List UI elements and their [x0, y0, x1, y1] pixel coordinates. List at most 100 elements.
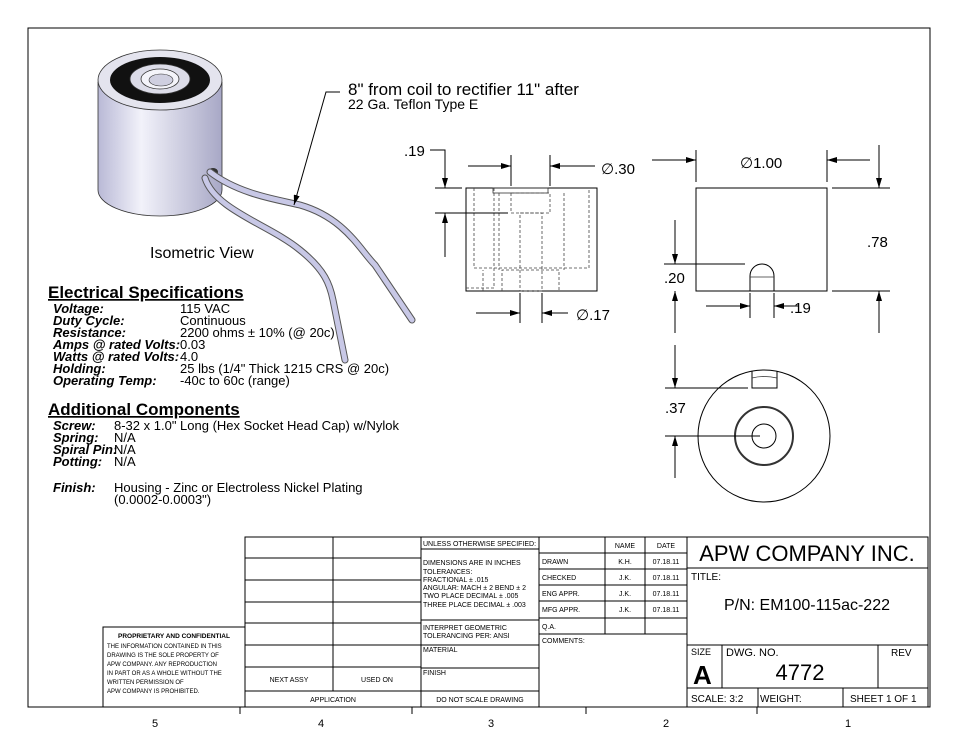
svg-text:N/A: N/A: [114, 442, 136, 457]
weight: WEIGHT:: [760, 694, 802, 705]
side-view-hidden: [465, 187, 598, 292]
dim-slot-offset: [665, 345, 760, 478]
svg-text:ANGULAR: MACH ± 2 BEND ± 2: ANGULAR: MACH ± 2 BEND ± 2: [423, 585, 526, 592]
dim-label-slot-height: .20: [664, 270, 685, 287]
svg-text:Duty Cycle:: Duty Cycle:: [53, 313, 125, 328]
front-view: [695, 187, 828, 292]
additional-components-list: Screw:8-32 x 1.0" Long (Hex Socket Head …: [53, 418, 399, 507]
svg-text:J.K.: J.K.: [619, 607, 631, 614]
svg-text:Q.A.: Q.A.: [542, 624, 556, 631]
dim-label-counterbore-depth: .19: [404, 143, 425, 160]
callout-text-line2: 22 Ga. Teflon Type E: [348, 96, 478, 112]
isometric-view: [97, 49, 416, 364]
lead-wires: [201, 168, 416, 364]
svg-text:DATE: DATE: [657, 543, 675, 550]
svg-text:4.0: 4.0: [180, 349, 198, 364]
svg-text:TOLERANCING PER: ANSI: TOLERANCING PER: ANSI: [423, 633, 510, 640]
callout-leader: [293, 91, 340, 206]
svg-text:07.18.11: 07.18.11: [653, 575, 680, 582]
proprietary-notice: PROPRIETARY AND CONFIDENTIAL THE INFORMA…: [102, 626, 246, 708]
company-name: APW COMPANY INC.: [699, 541, 915, 566]
svg-text:REV: REV: [891, 648, 912, 659]
svg-text:FRACTIONAL ± .015: FRACTIONAL ± .015: [423, 577, 489, 584]
drawing-number: 4772: [776, 660, 825, 685]
dim-counterbore-dia: [468, 155, 595, 186]
svg-text:Continuous: Continuous: [180, 313, 246, 328]
svg-text:0.03: 0.03: [180, 337, 205, 352]
svg-text:CHECKED: CHECKED: [542, 575, 576, 582]
svg-text:INTERPRET GEOMETRIC: INTERPRET GEOMETRIC: [423, 625, 507, 632]
electrical-specs-heading: Electrical Specifications: [48, 283, 244, 302]
svg-text:ENG APPR.: ENG APPR.: [542, 591, 580, 598]
dim-label-hole-dia: ∅.17: [576, 307, 610, 324]
sheet-number: SHEET 1 OF 1: [850, 694, 917, 705]
svg-text:Potting:: Potting:: [53, 454, 102, 469]
svg-text:APW COMPANY. ANY REPRODUCTIO: APW COMPANY. ANY REPRODUCTION: [107, 662, 217, 668]
title-block-grid: [244, 536, 929, 708]
svg-text:07.18.11: 07.18.11: [653, 607, 680, 614]
electrical-specs-list: Voltage:115 VAC Duty Cycle:Continuous Re…: [52, 301, 389, 388]
title-block-text: NEXT ASSY USED ON APPLICATION UNLESS OTH…: [270, 541, 917, 705]
svg-text:Operating Temp:: Operating Temp:: [53, 373, 157, 388]
dim-label-slot-width: .19: [790, 300, 811, 317]
zone-4: 4: [318, 718, 324, 730]
dim-label-slot-offset: .37: [665, 400, 686, 417]
svg-text:25 lbs (1/4" Thick 1215 CRS @: 25 lbs (1/4" Thick 1215 CRS @ 20c): [180, 361, 389, 376]
svg-text:(0.0002-0.0003"): (0.0002-0.0003"): [114, 492, 211, 507]
svg-text:TWO PLACE DECIMAL ± .005: TWO PLACE DECIMAL ± .005: [423, 593, 518, 600]
svg-text:N/A: N/A: [114, 454, 136, 469]
svg-text:DRAWING IS THE SOLE PROPERTY O: DRAWING IS THE SOLE PROPERTY OF: [107, 653, 219, 659]
svg-text:PROPRIETARY AND CONFIDENTIAL: PROPRIETARY AND CONFIDENTIAL: [118, 633, 230, 640]
svg-text:THREE PLACE DECIMAL ± .003: THREE PLACE DECIMAL ± .003: [423, 602, 526, 609]
svg-text:Amps @ rated Volts:: Amps @ rated Volts:: [52, 337, 180, 352]
svg-text:DWG. NO.: DWG. NO.: [726, 647, 779, 659]
svg-text:Spiral Pin:: Spiral Pin:: [53, 442, 117, 457]
scale: SCALE: 3:2: [691, 694, 744, 705]
dim-outer-dia: [652, 150, 870, 182]
svg-text:J.K.: J.K.: [619, 575, 631, 582]
svg-text:07.18.11: 07.18.11: [653, 559, 680, 566]
svg-text:NAME: NAME: [615, 543, 636, 550]
svg-text:COMMENTS:: COMMENTS:: [542, 638, 585, 645]
zone-labels: 5 4 3 2 1: [152, 718, 851, 730]
svg-text:WRITTEN PERMISSION OF: WRITTEN PERMISSION OF: [107, 680, 184, 686]
svg-text:N/A: N/A: [114, 430, 136, 445]
svg-text:TITLE:: TITLE:: [691, 572, 721, 583]
svg-text:DIMENSIONS ARE IN INCHES: DIMENSIONS ARE IN INCHES: [423, 560, 521, 567]
svg-text:SIZE: SIZE: [691, 647, 711, 657]
svg-text:Resistance:: Resistance:: [53, 325, 126, 340]
svg-text:TOLERANCES:: TOLERANCES:: [423, 569, 472, 576]
additional-components-heading: Additional Components: [48, 400, 240, 419]
dim-slot-width: [706, 293, 798, 318]
svg-text:MATERIAL: MATERIAL: [423, 647, 458, 654]
zone-1: 1: [845, 718, 851, 730]
svg-text:115 VAC: 115 VAC: [180, 301, 230, 316]
isometric-view-label: Isometric View: [150, 245, 254, 262]
next-assy-label: NEXT ASSY: [270, 677, 309, 684]
svg-text:UNLESS OTHERWISE SPECIFIED:: UNLESS OTHERWISE SPECIFIED:: [423, 541, 536, 548]
dim-counterbore-depth: [430, 149, 508, 257]
svg-text:THE INFORMATION CONTAINED IN T: THE INFORMATION CONTAINED IN THIS: [107, 644, 222, 650]
svg-text:IN PART OR AS A WHOLE WITHOUT: IN PART OR AS A WHOLE WITHOUT THE: [107, 671, 222, 677]
zone-5: 5: [152, 718, 158, 730]
dim-label-height: .78: [867, 234, 888, 251]
svg-text:FINISH: FINISH: [423, 670, 446, 677]
svg-text:2200 ohms ± 10% (@ 20c): 2200 ohms ± 10% (@ 20c): [180, 325, 335, 340]
zone-2: 2: [663, 718, 669, 730]
svg-text:07.18.11: 07.18.11: [653, 591, 680, 598]
dim-hole-dia: [476, 293, 568, 323]
svg-text:K.H.: K.H.: [618, 559, 632, 566]
dim-label-outer-dia: ∅1.00: [740, 155, 782, 172]
sheet-size: A: [693, 660, 712, 690]
svg-text:DRAWN: DRAWN: [542, 559, 568, 566]
part-number: P/N: EM100-115ac-222: [724, 597, 890, 614]
svg-text:Holding:: Holding:: [53, 361, 106, 376]
dim-slot-height: [664, 220, 745, 333]
svg-text:Finish:: Finish:: [53, 480, 96, 495]
svg-text:-40c to 60c (range): -40c to 60c (range): [180, 373, 290, 388]
svg-text:8-32 x 1.0" Long (Hex Socket H: 8-32 x 1.0" Long (Hex Socket Head Cap) w…: [114, 418, 399, 433]
svg-text:Spring:: Spring:: [53, 430, 99, 445]
used-on-label: USED ON: [361, 677, 393, 684]
svg-text:Watts @ rated Volts:: Watts @ rated Volts:: [53, 349, 179, 364]
